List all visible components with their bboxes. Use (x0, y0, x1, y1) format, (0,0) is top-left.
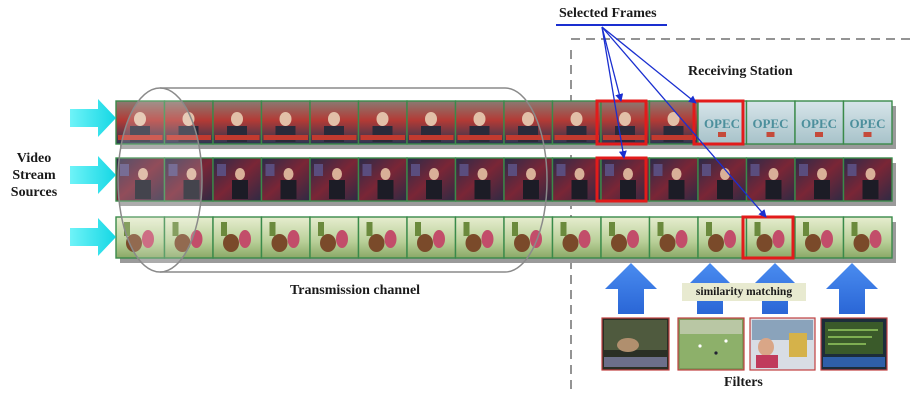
frame-cartoon-1 (115, 216, 166, 259)
similarity-matching-label: similarity matching (682, 283, 806, 301)
frame-talkshow-13 (697, 157, 748, 202)
filter-thumb-reporter (749, 317, 816, 371)
frame-cartoon-6 (357, 216, 408, 259)
selected-frame-opec (692, 99, 745, 146)
opec-text: OPEC (704, 116, 740, 131)
filter-thumb-soccer (677, 317, 745, 371)
opec-text: OPEC (801, 116, 837, 131)
frame-cartoon-11 (600, 216, 651, 259)
filter-thumbnails (601, 317, 888, 371)
selected-frame-cartoon (741, 215, 795, 260)
frame-talkshow-8 (454, 157, 505, 202)
frame-cartoon-7 (406, 216, 457, 259)
frame-cartoon-4 (260, 216, 311, 259)
frame-cartoon-3 (212, 216, 263, 259)
transmission-channel (117, 87, 548, 273)
frame-talkshow-7 (406, 157, 457, 202)
frame-talkshow-5 (309, 157, 360, 202)
transmission-channel-label: Transmission channel (290, 283, 421, 298)
source-arrows (70, 99, 116, 256)
frame-talkshow-10 (551, 157, 602, 202)
frame-news-5 (309, 100, 360, 145)
source-arrow-2 (70, 156, 116, 194)
frame-cartoon-2 (163, 216, 214, 259)
frame-news-3 (212, 100, 263, 145)
frame-talkshow-12 (648, 157, 699, 202)
frame-talkshow-15 (794, 157, 845, 202)
frame-news-4 (260, 100, 311, 145)
filter-thumb-scoreboard (820, 317, 888, 371)
up-arrow-1 (605, 263, 657, 314)
frame-news-7 (406, 100, 457, 145)
frame-cartoon-12 (648, 216, 699, 259)
frame-news-16: OPEC (842, 100, 893, 145)
frame-cartoon-10 (551, 216, 602, 259)
film-strip-talkshow (115, 157, 896, 206)
filters-label: Filters (724, 375, 763, 390)
frame-talkshow-16 (842, 157, 893, 202)
film-strip-cartoon (115, 216, 896, 263)
video-stream-sources-label: Video Stream Sources (6, 150, 62, 201)
sources-line-2: Stream (12, 168, 56, 183)
video-streams: OPEC OPEC OPEC OPEC (115, 100, 896, 263)
frame-news-12 (648, 100, 699, 145)
sources-line-3: Sources (10, 185, 58, 200)
frame-news-15: OPEC (794, 100, 845, 145)
frame-cartoon-8 (454, 216, 505, 259)
frame-news-11 (600, 100, 651, 145)
frame-talkshow-4 (260, 157, 311, 202)
frame-news-6 (357, 100, 408, 145)
frame-news-8 (454, 100, 505, 145)
selected-frames-label: Selected Frames (559, 6, 657, 21)
receiving-station-label: Receiving Station (688, 64, 793, 79)
frame-news-9 (503, 100, 554, 145)
selection-pointers (601, 26, 767, 218)
frame-cartoon-15 (794, 216, 845, 259)
frame-news-2 (163, 100, 214, 145)
frame-cartoon-16 (842, 216, 893, 259)
frame-cartoon-9 (503, 216, 554, 259)
frame-talkshow-2 (163, 157, 214, 202)
frame-news-10 (551, 100, 602, 145)
frame-talkshow-3 (212, 157, 263, 202)
frame-news-1 (115, 100, 166, 145)
frame-talkshow-11 (600, 157, 651, 202)
source-arrow-1 (70, 99, 116, 137)
frame-cartoon-5 (309, 216, 360, 259)
filter-thumb-movie (601, 317, 670, 371)
frame-talkshow-1 (115, 157, 166, 202)
frame-cartoon-14 (745, 216, 796, 259)
frame-talkshow-14 (745, 157, 796, 202)
opec-text: OPEC (849, 116, 885, 131)
frame-talkshow-6 (357, 157, 408, 202)
frame-news-14: OPEC (745, 100, 796, 145)
sources-line-1: Video (16, 151, 52, 166)
source-arrow-3 (70, 218, 116, 256)
frame-cartoon-13 (697, 216, 748, 259)
opec-text: OPEC (752, 116, 788, 131)
up-arrow-4 (826, 263, 878, 314)
frame-talkshow-9 (503, 157, 554, 202)
film-strip-news: OPEC OPEC OPEC OPEC (115, 100, 896, 149)
frame-news-13: OPEC (697, 100, 748, 145)
